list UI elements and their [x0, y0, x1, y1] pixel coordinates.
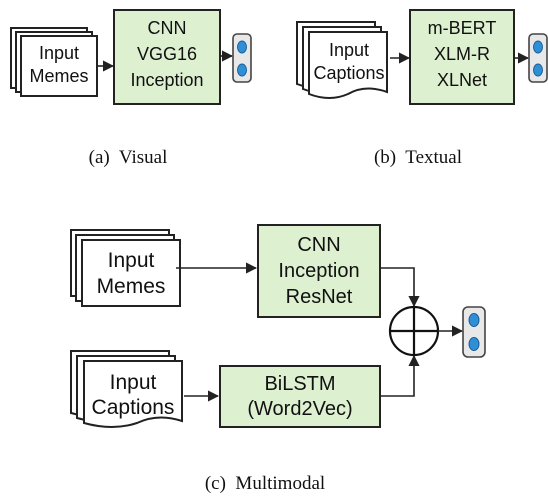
multimodal-text-model-line-1: BiLSTM: [264, 373, 335, 395]
output-layer-icon: [528, 33, 548, 83]
textual-model-line-2: XLM-R: [434, 44, 490, 64]
panel-visual: Input Memes CNN VGG16 Inception (a) Visu…: [10, 9, 252, 168]
multimodal-meme-input-label-1: Input: [108, 249, 155, 272]
textual-input-label-2: Captions: [313, 63, 384, 83]
visual-input-label-1: Input: [39, 43, 79, 63]
visual-model-line-2: VGG16: [137, 44, 197, 64]
visual-model-line-3: Inception: [130, 70, 203, 90]
panel-multimodal: Input Memes CNN Inception ResNet Input C…: [70, 224, 486, 494]
multimodal-meme-input-label-2: Memes: [97, 275, 166, 298]
multimodal-text-model-box: BiLSTM (Word2Vec): [219, 365, 381, 428]
multimodal-image-model-line-3: ResNet: [286, 286, 353, 308]
multimodal-text-model-line-2: (Word2Vec): [247, 398, 352, 420]
output-layer-icon: [232, 33, 252, 83]
visual-input-label-2: Memes: [29, 66, 88, 86]
panel-textual: Input Captions m-BERT XLM-R XLNet (b) Te…: [296, 9, 548, 168]
circled-plus-icon: [388, 305, 440, 357]
textual-model-line-1: m-BERT: [428, 18, 497, 38]
textual-model-box: m-BERT XLM-R XLNet: [409, 9, 515, 105]
multimodal-arrow-cnn-fusion: [380, 267, 420, 308]
visual-model-box: CNN VGG16 Inception: [113, 9, 221, 105]
multimodal-image-model-box: CNN Inception ResNet: [257, 224, 381, 318]
multimodal-image-model-line-1: CNN: [297, 234, 340, 256]
multimodal-image-model-line-2: Inception: [278, 260, 359, 282]
textual-input-label-1: Input: [329, 40, 369, 60]
textual-model-line-3: XLNet: [437, 70, 487, 90]
caption-textual: (b) Textual: [374, 147, 462, 168]
multimodal-caption-input-label-1: Input: [110, 371, 157, 394]
multimodal-caption-input-stack: Input Captions: [70, 350, 183, 428]
multimodal-meme-input-stack: Input Memes: [70, 229, 181, 307]
output-layer-icon: [462, 306, 486, 358]
caption-visual: (a) Visual: [89, 147, 168, 168]
caption-multimodal: (c) Multimodal: [205, 473, 325, 494]
visual-input-stack: Input Memes: [10, 27, 98, 97]
multimodal-caption-input-label-2: Captions: [92, 396, 175, 419]
visual-model-line-1: CNN: [148, 18, 187, 38]
textual-input-stack: Input Captions: [296, 21, 388, 99]
multimodal-arrow-bilstm-fusion: [380, 354, 420, 397]
